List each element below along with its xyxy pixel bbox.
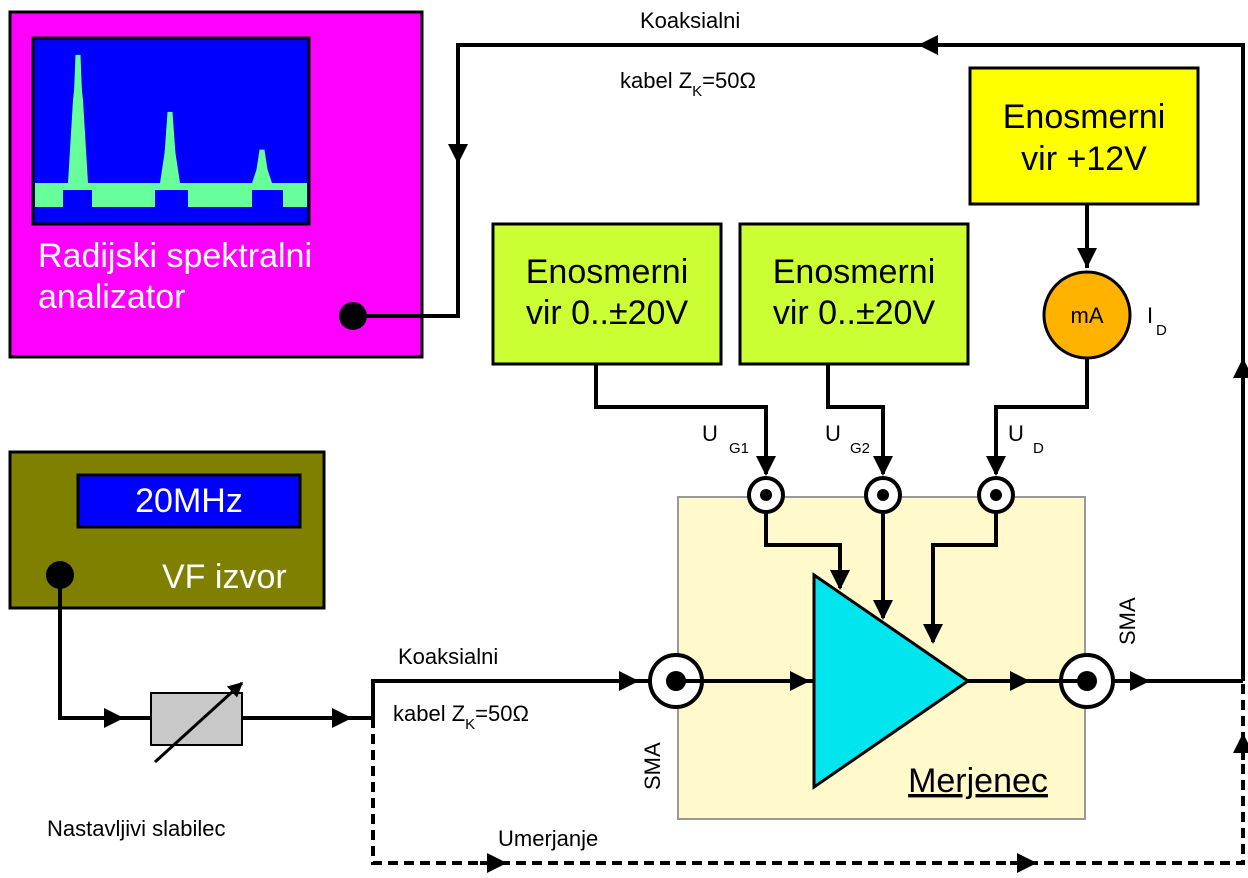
wire-to-sma-input xyxy=(371,679,650,718)
dc-supply-drain-body xyxy=(968,66,1200,206)
ud-label: U xyxy=(1008,421,1024,446)
milliammeter-label: mA xyxy=(1071,303,1104,328)
ug1-label: U xyxy=(702,421,718,446)
ug2-subscript: G2 xyxy=(850,440,870,457)
dc-supply-g1: Enosmerni vir 0..±20V xyxy=(491,222,723,366)
wire-ug2 xyxy=(826,364,885,470)
dc-supply-drain-line2: vir +12V xyxy=(1021,140,1147,178)
bias-connector-g2 xyxy=(864,476,902,514)
ug1-subscript: G1 xyxy=(729,440,749,457)
dc-supply-g2-body xyxy=(738,222,970,366)
drain-current-label: I xyxy=(1147,303,1153,328)
ud-subscript: D xyxy=(1033,440,1044,457)
analyzer-label-line1: Radijski spektralni xyxy=(38,237,312,275)
rf-generator: 20MHz VF izvor xyxy=(8,450,326,610)
wire-rail-to-analyzer xyxy=(367,43,1245,681)
bias-connector-drain xyxy=(977,476,1015,514)
cable-top-line1: Koaksialni xyxy=(640,8,740,33)
calibration-path xyxy=(371,681,1245,865)
wiring xyxy=(58,35,1248,873)
frequency-display xyxy=(76,473,302,529)
dc-supply-g1-line1: Enosmerni xyxy=(526,253,689,291)
spectrum-analyzer: Radijski spektralni analizator xyxy=(8,10,424,359)
frequency-readout: 20MHz xyxy=(135,482,243,520)
dc-supply-g1-line2: vir 0..±20V xyxy=(526,294,689,332)
wire-ud xyxy=(994,358,1089,470)
dc-supply-drain-line1: Enosmerni xyxy=(1003,98,1166,136)
sma-output-label: SMA xyxy=(1115,597,1140,645)
wire-d-to-amp xyxy=(931,512,998,638)
attenuator-body xyxy=(150,692,243,746)
cable-bottom-line1: Koaksialni xyxy=(398,644,498,669)
attenuator-adjust-arrow xyxy=(153,681,244,764)
ug2-label: U xyxy=(825,421,841,446)
drain-current-subscript: D xyxy=(1156,322,1167,339)
analyzer-label-line2: analizator xyxy=(38,278,185,316)
sma-input-label: SMA xyxy=(640,742,665,790)
generator-label: VF izvor xyxy=(162,558,287,596)
calibration-label: Umerjanje xyxy=(498,826,598,851)
dut-label: Merjenec xyxy=(908,762,1048,800)
bias-connector-g1 xyxy=(747,476,785,514)
dc-supply-g2-line1: Enosmerni xyxy=(773,253,936,291)
dc-supply-drain: Enosmerni vir +12V xyxy=(968,66,1200,206)
dc-supply-g2-line2: vir 0..±20V xyxy=(773,294,936,332)
variable-attenuator: Nastavljivi slabilec xyxy=(47,681,244,841)
cable-top-line2: kabel ZK=50Ω xyxy=(620,68,756,100)
milliammeter: mA I D xyxy=(1042,270,1167,360)
attenuator-label: Nastavljivi slabilec xyxy=(47,816,226,841)
dc-supply-g1-body xyxy=(491,222,723,366)
analyzer-input-jack xyxy=(339,302,367,330)
wire-ug1 xyxy=(594,364,768,470)
dc-supply-g2: Enosmerni vir 0..±20V xyxy=(738,222,970,366)
cable-bottom-line2: kabel ZK=50Ω xyxy=(393,701,529,733)
